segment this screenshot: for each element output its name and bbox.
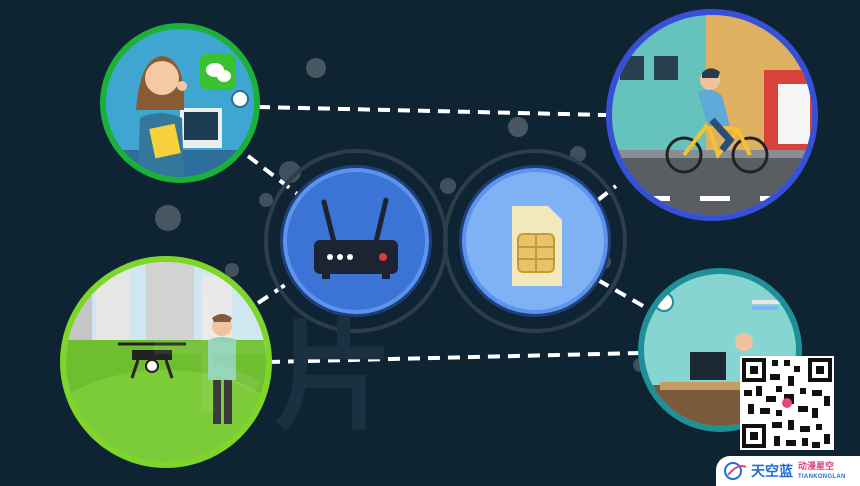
brand-logo-icon — [724, 462, 747, 480]
brand-name-cn: 天空蓝 — [751, 464, 793, 480]
park-drone-scene-circle[interactable] — [46, 255, 286, 486]
brand-banner: 天空蓝 动漫星空 TIANKONGLAN — [716, 456, 860, 486]
chat-icon — [200, 54, 236, 90]
wifi-router-icon — [314, 197, 398, 279]
watermark-char-2: 片 — [274, 308, 394, 447]
router-circle[interactable] — [280, 165, 432, 317]
brand-name-en: TIANKONGLAN — [798, 473, 846, 480]
watermark-char-1: 卡 — [150, 290, 270, 429]
qr-code — [740, 356, 834, 450]
cyclist-scene-circle[interactable] — [600, 9, 830, 235]
sim-circle[interactable] — [459, 165, 611, 317]
dashed-connectors — [246, 105, 651, 364]
brand-tagline-cn: 动漫星空 — [798, 461, 835, 472]
sim-card-icon — [512, 206, 562, 286]
woman-phone-scene-circle[interactable] — [100, 23, 260, 190]
sim-halo-ring — [443, 149, 627, 333]
